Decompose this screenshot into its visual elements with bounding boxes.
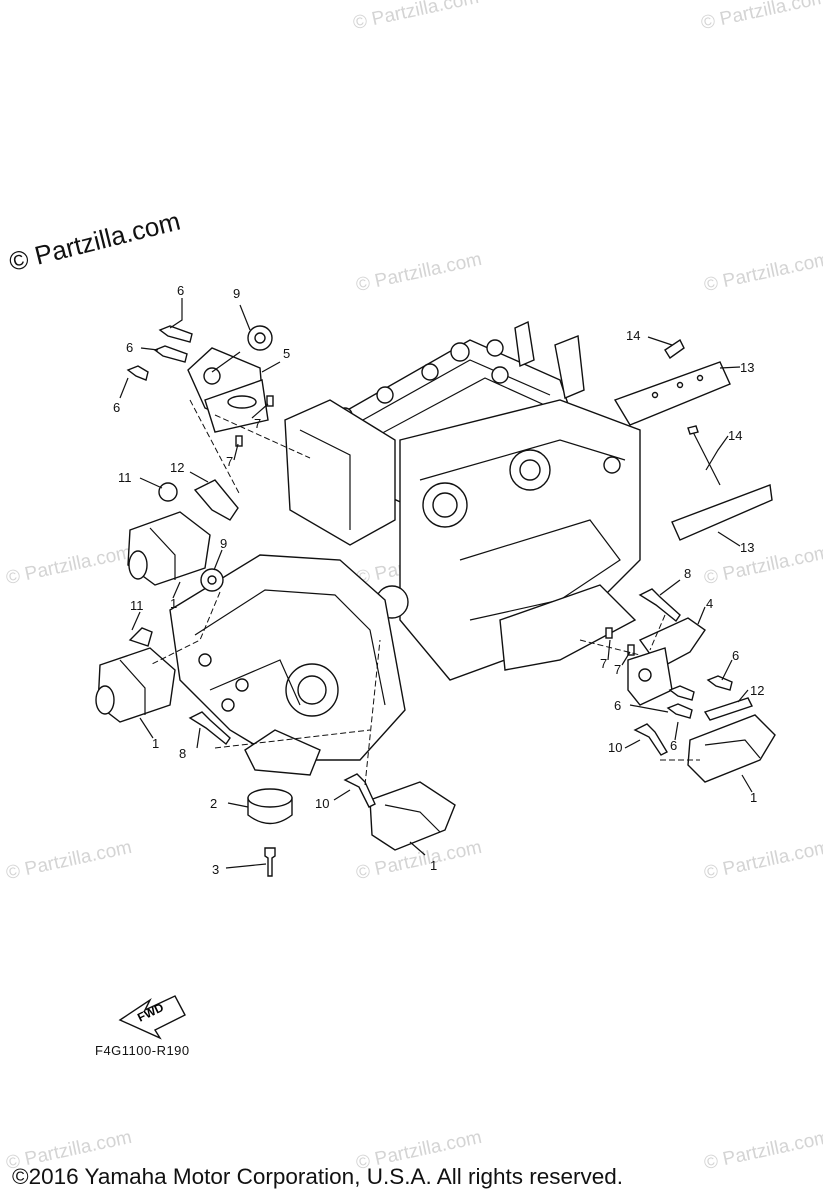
engine-mount-part-1 <box>95 511 776 851</box>
callout-6: 6 <box>670 738 677 753</box>
leader-lines <box>119 298 753 869</box>
callout-12: 12 <box>170 460 184 475</box>
engine-block <box>169 320 641 776</box>
callout-12: 12 <box>750 683 764 698</box>
callout-6: 6 <box>614 698 621 713</box>
bracket-part-4 <box>627 617 706 706</box>
callout-4: 4 <box>706 596 713 611</box>
callout-7: 7 <box>614 662 621 677</box>
callout-11: 11 <box>130 598 144 613</box>
callout-10: 10 <box>608 740 622 755</box>
callout-5: 5 <box>283 346 290 361</box>
callout-14: 14 <box>728 428 742 443</box>
callout-7: 7 <box>600 656 607 671</box>
bolt-part-11 <box>128 482 178 647</box>
callout-14: 14 <box>626 328 640 343</box>
copyright-notice: ©2016 Yamaha Motor Corporation, U.S.A. A… <box>12 1164 624 1189</box>
rivet-part-14 <box>664 338 721 486</box>
callout-7: 7 <box>254 416 261 431</box>
callout-8: 8 <box>179 746 186 761</box>
callout-1: 1 <box>152 736 159 751</box>
callout-6: 6 <box>177 283 184 298</box>
diagram-code: F4G1100-R190 <box>95 1043 190 1058</box>
callout-10: 10 <box>315 796 329 811</box>
plate-part-13 <box>613 361 773 541</box>
bolt-part-8 <box>188 588 681 746</box>
callout-9: 9 <box>233 286 240 301</box>
callout-8: 8 <box>684 566 691 581</box>
callout-6: 6 <box>113 400 120 415</box>
callout-1: 1 <box>750 790 757 805</box>
screw-part-3 <box>264 847 276 877</box>
callout-13: 13 <box>740 540 754 555</box>
callout-1: 1 <box>430 858 437 873</box>
callout-6: 6 <box>126 340 133 355</box>
callout-6: 6 <box>732 648 739 663</box>
bolt-part-6 <box>666 675 733 719</box>
nut-part-9 <box>200 568 224 592</box>
callout-9: 9 <box>220 536 227 551</box>
damper-part-2 <box>247 788 293 825</box>
dashed-guides <box>149 399 700 786</box>
callout-11: 11 <box>118 470 132 485</box>
callout-7: 7 <box>226 454 233 469</box>
bolt-part-6 <box>126 325 193 381</box>
callout-labels: 1 1 1 1 2 3 4 5 6 6 6 6 6 6 7 7 7 7 8 8 … <box>113 283 764 877</box>
callout-1: 1 <box>170 596 177 611</box>
bracket-part-5 <box>187 347 269 433</box>
holder-part-12 <box>703 697 753 721</box>
nut-part-9 <box>211 325 273 373</box>
callout-2: 2 <box>210 796 217 811</box>
callout-13: 13 <box>740 360 754 375</box>
holder-part-12 <box>193 479 239 521</box>
bolt-part-10 <box>343 723 668 808</box>
callout-3: 3 <box>212 862 219 877</box>
pin-part-7 <box>235 395 635 656</box>
fwd-arrow-icon: FWD <box>118 995 186 1040</box>
